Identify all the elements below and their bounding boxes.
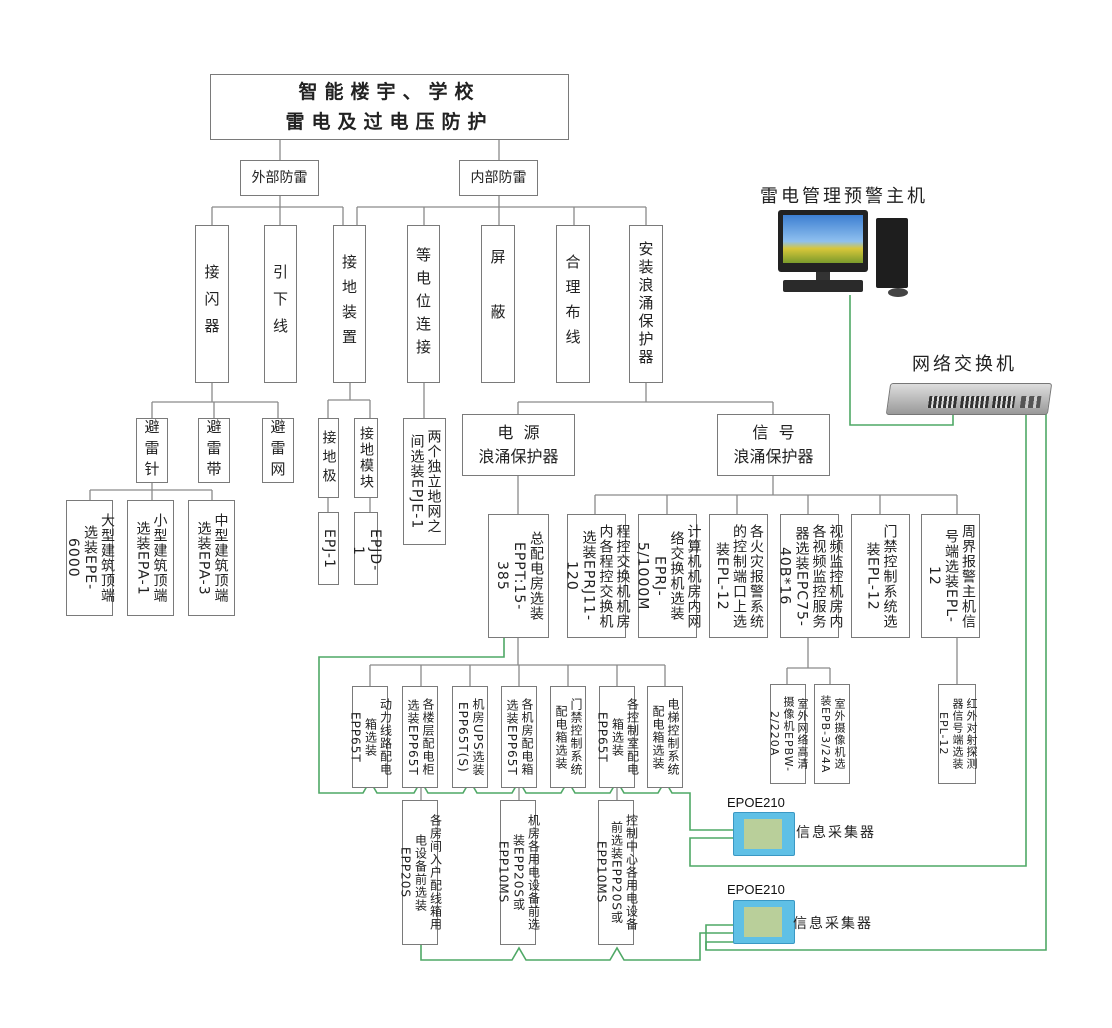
power-sub2-rooms: 各房间入户配线箱用电设备前选装EPP20S: [399, 800, 443, 945]
perimeter-sub-infrared: 红外对射探测器信号端选装EPL-12: [937, 684, 978, 784]
ground-module-box: 接地模块: [354, 418, 378, 498]
diagram-title: 智能楼宇、学校 雷电及过电压防护: [210, 74, 569, 140]
collector-2-model: EPOE210: [727, 882, 785, 897]
monitor-icon: [778, 210, 868, 272]
signal-spd-box: 信 号 浪涌保护器: [717, 414, 830, 476]
collector-1-model: EPOE210: [727, 795, 785, 810]
product-eppt-15-385: 总配电房选装EPPT:15-385: [488, 514, 549, 638]
product-epj-1: EPJ-1: [318, 512, 339, 585]
power-sub-floor: 各楼层配电柜选装EPP65T: [402, 686, 438, 788]
signal-spd-line-1: 信 号: [752, 423, 795, 442]
power-sub-dynamic: 动力线路配电箱选装EPP65T: [349, 686, 393, 788]
signal-spd-line-2: 浪涌保护器: [733, 447, 814, 466]
signal-item-access-control: 门禁控制系统选装EPL-12: [851, 514, 910, 638]
power-sub2-machine-room: 机房各用电设备前选装EPP20S或EPP10MS: [497, 800, 541, 945]
power-sub-access: 门禁控制系统配电箱选装: [550, 686, 586, 788]
power-spd-line-1: 电 源: [497, 423, 540, 442]
lightning-net-box: 避雷网: [262, 418, 294, 483]
title-line-2: 雷电及过电压防护: [285, 111, 494, 133]
lightning-rod-box: 避雷针: [136, 418, 168, 483]
keyboard-icon: [783, 280, 863, 292]
product-epjd-1: EPJD-1: [350, 512, 383, 585]
external-protection-box: 外部防雷: [240, 160, 319, 196]
product-epa-3: 中型建筑顶端选装EPA-3: [188, 500, 235, 616]
switch-label: 网络交换机: [912, 354, 1017, 375]
power-sub-ups: 机房UPS选装EPP65T(S): [452, 686, 488, 788]
product-epa-1: 小型建筑顶端选装EPA-1: [127, 500, 174, 616]
signal-item-fire-alarm: 各火灾报警系统的控制端口上选装EPL-12: [709, 514, 768, 638]
product-epje-1: 两个独立地网之间选装EPJE-1: [403, 418, 446, 545]
down-conductor-box: 引下线: [264, 225, 297, 383]
internal-protection-box: 内部防雷: [459, 160, 538, 196]
power-sub2-control-center: 控制中心各用电设备前选装EPP20S或EPP10MS: [595, 800, 639, 945]
collector-1-icon[interactable]: [733, 812, 795, 856]
shielding-box: 屏蔽: [481, 225, 515, 383]
grounding-device-box: 接地装置: [333, 225, 366, 383]
signal-item-perimeter: 周界报警主机信号端选装EPL-12: [921, 514, 980, 638]
product-epe-6000: 大型建筑顶端选装EPE-6000: [65, 500, 115, 616]
mouse-icon: [888, 288, 908, 297]
power-sub-elevator: 电梯控制系统配电箱选装: [647, 686, 683, 788]
collector-1-label: 信息采集器: [796, 825, 876, 841]
power-spd-box: 电 源 浪涌保护器: [462, 414, 575, 476]
power-spd-line-2: 浪涌保护器: [478, 447, 559, 466]
install-spd-box: 安装浪涌保护器: [629, 225, 663, 383]
signal-item-video: 视频监控机房内各视频监控服务器选装EPC75-40B*16: [777, 514, 844, 638]
host-computer-icon[interactable]: [778, 210, 918, 300]
signal-item-computer-room: 计算机机房内网络交换机选装EPRJ-5/1000M: [635, 514, 702, 638]
ground-electrode-box: 接地极: [318, 418, 339, 498]
air-terminal-box: 接闪器: [195, 225, 229, 383]
video-sub-outdoor-camera: 室外摄像机选装EPB-3/24A: [814, 684, 850, 784]
title-line-1: 智能楼宇、学校: [298, 81, 481, 103]
network-switch-icon[interactable]: [885, 383, 1053, 415]
tower-icon: [876, 218, 908, 288]
host-label: 雷电管理预警主机: [760, 186, 928, 207]
equipotential-box: 等电位连接: [407, 225, 440, 383]
video-sub-hd-camera: 室外网络高清摄像机EPBW-2/220A: [768, 684, 809, 784]
wiring-box: 合理布线: [556, 225, 590, 383]
signal-item-exchange: 程控交换机机房内各程控交换机选装EPRJ11-120: [564, 514, 631, 638]
collector-2-icon[interactable]: [733, 900, 795, 944]
collector-2-label: 信息采集器: [793, 916, 873, 932]
power-sub-machine-room: 各机房配电箱选装EPP65T: [501, 686, 537, 788]
power-sub-control-room: 各控制室配电箱选装EPP65T: [596, 686, 640, 788]
lightning-strip-box: 避雷带: [198, 418, 230, 483]
